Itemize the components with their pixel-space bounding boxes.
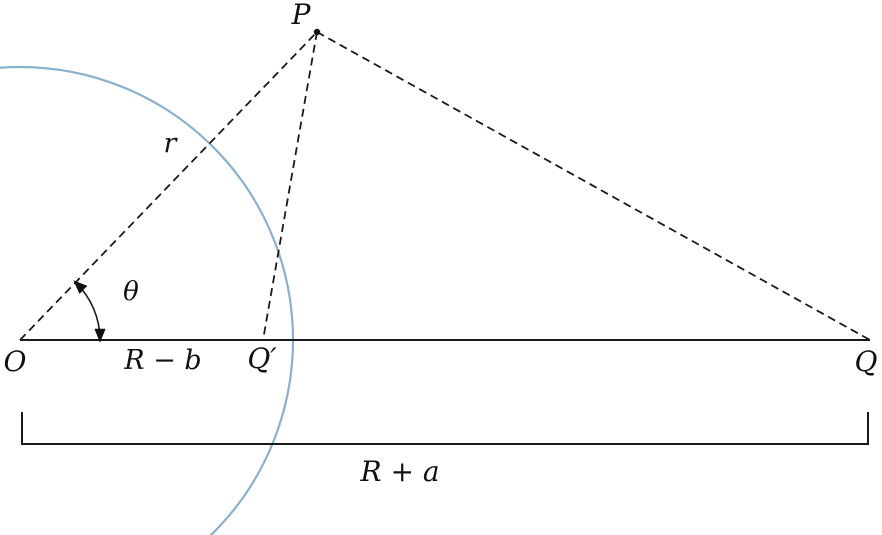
dashed-segment-OP xyxy=(19,31,318,341)
angle-arc xyxy=(73,280,106,343)
point-label-O: O xyxy=(4,345,27,378)
segment-label-R-plus-a: R + a xyxy=(359,455,439,488)
point-label-P: P xyxy=(291,0,312,31)
dashed-segment-PQ xyxy=(316,31,871,341)
dashed-segment-PQprime xyxy=(262,31,318,341)
length-bracket xyxy=(21,412,869,445)
circle-arc xyxy=(0,65,295,535)
point-label-Q-prime: Q′ xyxy=(247,342,277,375)
radius-label-r: r xyxy=(164,128,179,159)
angle-label-theta: θ xyxy=(123,277,139,307)
point-label-Q: Q xyxy=(855,345,878,378)
segment-label-R-minus-b: R − b xyxy=(123,345,201,376)
point-P-dot xyxy=(313,28,321,36)
